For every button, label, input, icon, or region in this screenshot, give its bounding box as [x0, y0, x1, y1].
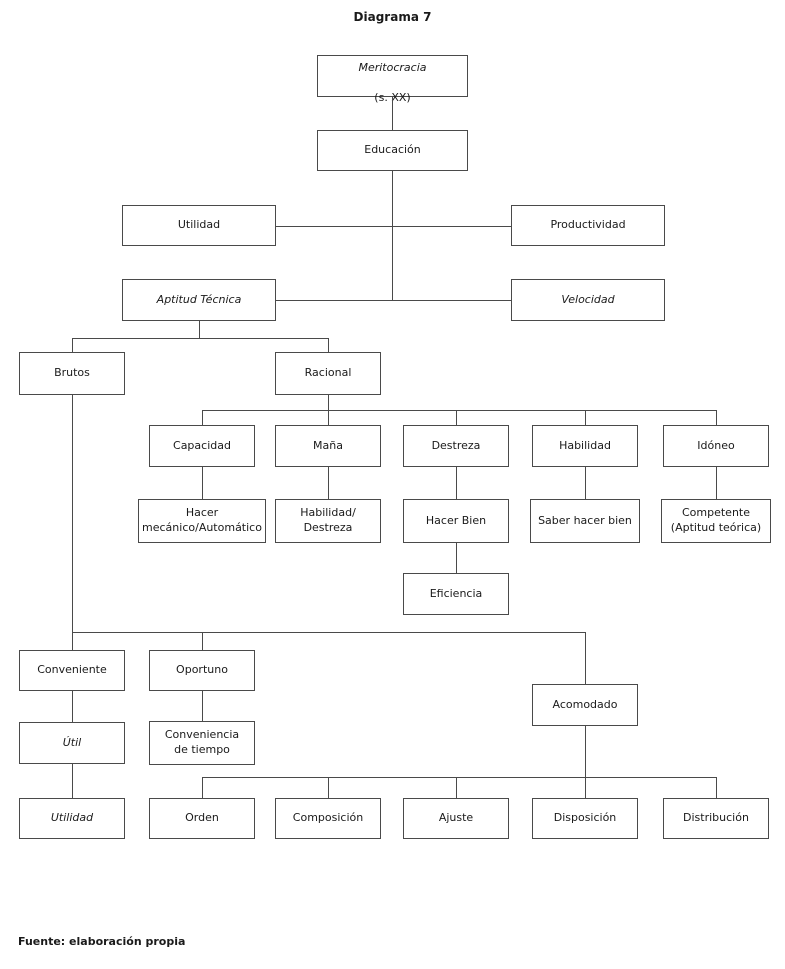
node-disposicion-label: Disposición [553, 811, 617, 825]
node-saber-hacer-bien-label: Saber hacer bien [538, 513, 632, 527]
node-hacer-mecanico: Hacer mecánico/Automático [138, 499, 266, 543]
node-orden: Orden [149, 798, 255, 839]
node-capacidad-label: Capacidad [173, 438, 231, 452]
node-ajuste: Ajuste [403, 798, 509, 839]
connector-line [202, 777, 716, 778]
node-capacidad: Capacidad [149, 425, 255, 467]
node-productividad-label: Productividad [550, 218, 626, 232]
node-competente-label: Competente (Aptitud teórica) [670, 506, 762, 534]
node-hacer-bien: Hacer Bien [403, 499, 509, 543]
connector-line [202, 691, 203, 721]
node-meritocracia-sublabel: (s. XX) [374, 90, 411, 104]
connector-line [202, 410, 203, 425]
node-mana: Maña [275, 425, 381, 467]
node-habilidad-destreza: Habilidad/ Destreza [275, 499, 381, 543]
node-eficiencia: Eficiencia [403, 573, 509, 615]
node-util: Útil [19, 722, 125, 764]
connector-line [456, 543, 457, 573]
node-conveniente-label: Conveniente [37, 663, 107, 677]
connector-line [276, 300, 511, 301]
source-note: Fuente: elaboración propia [18, 935, 186, 948]
node-utilidad-final: Utilidad [19, 798, 125, 839]
node-meritocracia-label: Meritocracia [358, 61, 427, 75]
connector-line [72, 395, 73, 650]
connector-line [585, 410, 586, 425]
node-utilidad: Utilidad [122, 205, 276, 246]
connector-line [328, 777, 329, 798]
node-idoneo-label: Idóneo [697, 438, 735, 452]
connector-line [392, 97, 393, 130]
node-oportuno: Oportuno [149, 650, 255, 691]
node-util-label: Útil [62, 735, 82, 749]
node-velocidad: Velocidad [511, 279, 665, 321]
connector-line [199, 321, 200, 338]
node-educacion: Educación [317, 130, 468, 171]
node-composicion-label: Composición [292, 811, 364, 825]
node-oportuno-label: Oportuno [176, 663, 228, 677]
connector-line [328, 338, 329, 352]
connector-line [202, 467, 203, 499]
node-acomodado: Acomodado [532, 684, 638, 726]
connector-line [328, 467, 329, 499]
connector-line [585, 467, 586, 499]
node-brutos-label: Brutos [54, 366, 90, 380]
connector-line [276, 226, 511, 227]
connector-line [392, 171, 393, 300]
node-distribucion-label: Distribución [683, 811, 749, 825]
node-distribucion: Distribución [663, 798, 769, 839]
connector-line [72, 691, 73, 722]
connector-line [585, 777, 586, 798]
connector-line [72, 338, 328, 339]
node-destreza: Destreza [403, 425, 509, 467]
connector-line [716, 777, 717, 798]
connector-line [456, 410, 457, 425]
node-meritocracia: Meritocracia (s. XX) [317, 55, 468, 104]
node-habilidad-destreza-label: Habilidad/ Destreza [300, 506, 356, 534]
node-educacion-label: Educación [364, 143, 421, 157]
connector-line [456, 777, 457, 798]
node-conveniente: Conveniente [19, 650, 125, 691]
node-competente: Competente (Aptitud teórica) [661, 499, 771, 543]
node-velocidad-label: Velocidad [561, 292, 615, 306]
connector-line [202, 632, 203, 650]
node-conveniencia-tiempo-label: Conveniencia de tiempo [164, 728, 240, 756]
node-ajuste-label: Ajuste [438, 811, 474, 825]
connector-line [72, 632, 585, 633]
node-destreza-label: Destreza [431, 438, 481, 452]
node-racional: Racional [275, 352, 381, 395]
node-utilidad-final-label: Utilidad [50, 811, 94, 825]
node-orden-label: Orden [185, 811, 219, 825]
node-conveniencia-tiempo: Conveniencia de tiempo [149, 721, 255, 765]
connector-line [585, 632, 586, 684]
node-mana-label: Maña [313, 438, 343, 452]
connector-line [72, 764, 73, 798]
connector-line [202, 410, 716, 411]
connector-line [716, 410, 717, 425]
node-eficiencia-label: Eficiencia [429, 586, 483, 600]
node-hacer-mecanico-label: Hacer mecánico/Automático [142, 506, 262, 534]
node-saber-hacer-bien: Saber hacer bien [530, 499, 640, 543]
node-habilidad-label: Habilidad [559, 438, 611, 452]
connector-line [202, 777, 203, 798]
node-acomodado-label: Acomodado [552, 697, 618, 711]
node-aptitud-tecnica-label: Aptitud Técnica [156, 292, 242, 306]
node-aptitud-tecnica: Aptitud Técnica [122, 279, 276, 321]
connector-line [456, 467, 457, 499]
node-composicion: Composición [275, 798, 381, 839]
node-idoneo: Idóneo [663, 425, 769, 467]
connector-line [585, 726, 586, 777]
diagram-title: Diagrama 7 [353, 10, 432, 24]
node-hacer-bien-label: Hacer Bien [425, 513, 487, 527]
node-racional-label: Racional [304, 366, 352, 380]
node-brutos: Brutos [19, 352, 125, 395]
node-utilidad-label: Utilidad [177, 218, 221, 232]
node-disposicion: Disposición [532, 798, 638, 839]
connector-line [72, 338, 73, 352]
node-productividad: Productividad [511, 205, 665, 246]
connector-line [716, 467, 717, 499]
node-habilidad: Habilidad [532, 425, 638, 467]
